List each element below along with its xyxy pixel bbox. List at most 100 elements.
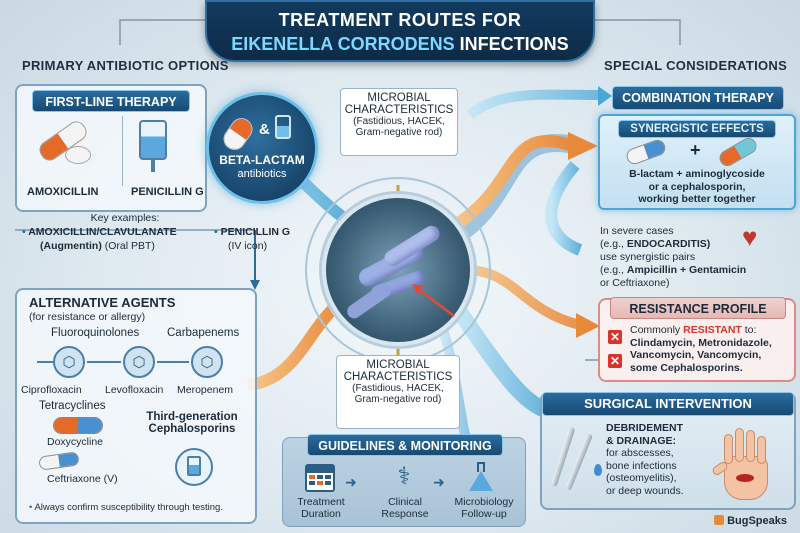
severe-l4-bold: Ampicillin + Gentamicin xyxy=(626,264,747,276)
surgical-l4: bone infections xyxy=(606,459,677,472)
ampersand: & xyxy=(259,121,270,138)
surgical-l1: DEBRIDEMENT xyxy=(606,422,684,434)
carbapenems-label: Carbapenems xyxy=(167,327,240,339)
third-gen-label: Third-generation Cephalosporins xyxy=(137,411,247,435)
surgical-text: DEBRIDEMENT & DRAINAGE: for abscesses, b… xyxy=(606,422,684,497)
combo-line1: B-lactam + aminoglycoside xyxy=(629,168,765,180)
resistant-label: RESISTANT xyxy=(683,324,742,336)
resistance-header: RESISTANCE PROFILE xyxy=(610,297,786,319)
drug-ceftriaxone: Ceftriaxone (V) xyxy=(47,473,118,485)
severe-cases-text: In severe cases (e.g., ENDOCARDITIS) use… xyxy=(600,225,746,290)
iv-mini-icon xyxy=(275,115,291,139)
susceptibility-note: • Always confirm susceptibility through … xyxy=(29,502,223,513)
microbial-characteristics-bottom: MICROBIAL CHARACTERISTICS (Fastidious, H… xyxy=(336,355,460,429)
arrow-line xyxy=(87,361,121,363)
treatment-duration: Treatment Duration xyxy=(287,496,355,520)
alternative-agents-panel: ALTERNATIVE AGENTS (for resistance or al… xyxy=(15,288,257,524)
title-line2: EIKENELLA CORRODENS INFECTIONS xyxy=(207,34,593,55)
micro-bottom-sub2: Gram-negative rod) xyxy=(354,394,442,405)
wound xyxy=(736,474,754,482)
third-gen-line1: Third-generation xyxy=(146,411,238,423)
resistance-l2: Clindamycin, Metronidazole, xyxy=(630,336,772,349)
microbiology-followup: Microbiology Follow-up xyxy=(443,496,525,520)
surgical-panel: SURGICAL INTERVENTION DEBRIDEMENT & DRAI… xyxy=(540,392,796,510)
molecule-icon: ⬡ xyxy=(191,346,223,378)
first-line-header: FIRST-LINE THERAPY xyxy=(32,90,190,112)
plus-sign: + xyxy=(690,140,701,160)
bacteria-micrograph xyxy=(322,194,474,346)
resistance-l1-post: to: xyxy=(744,324,757,336)
synergistic-panel: SYNERGISTIC EFFECTS + B-lactam + aminogl… xyxy=(598,114,796,210)
antibiotics-label: antibiotics xyxy=(237,168,287,180)
scalpel-icon xyxy=(550,426,596,496)
combo-line3: working better together xyxy=(638,193,756,205)
guidelines-panel: GUIDELINES & MONITORING ➜ ⚕ ➜ Treatment … xyxy=(282,434,526,527)
surgical-l5: (osteomyelitis), xyxy=(606,472,677,484)
severe-l2-bold: ENDOCARDITIS) xyxy=(626,238,711,250)
severe-l4-pre: (e.g., xyxy=(600,264,624,276)
micro-bottom-title1: MICROBIAL xyxy=(366,359,430,371)
severe-l5: or Ceftriaxone) xyxy=(600,277,670,289)
combination-header: COMBINATION THERAPY xyxy=(612,86,784,110)
arrow-line xyxy=(37,361,53,363)
pills-icon xyxy=(35,117,100,171)
microbiology-followup-l1: Microbiology xyxy=(454,496,514,508)
first-line-panel: FIRST-LINE THERAPY AMOXICILLIN PENICILLI… xyxy=(15,84,207,212)
example-amox-clav-name: AMOXICILLIN/CLAVULANATE xyxy=(28,226,177,238)
drug-meropenem: Meropenem xyxy=(177,384,234,396)
treatment-duration-l1: Treatment xyxy=(297,496,345,508)
pointer-arrow xyxy=(412,284,455,317)
oral-label: (Oral PBT) xyxy=(104,240,155,252)
combo-line2: or a cephalosporin, xyxy=(648,180,746,193)
capsule-icon xyxy=(716,135,760,169)
title-organism: EIKENELLA CORRODENS xyxy=(231,34,455,54)
iv-bag-icon xyxy=(137,116,169,174)
tetracyclines-label: Tetracyclines xyxy=(39,400,106,412)
beta-lactam-label: BETA-LACTAM xyxy=(219,153,305,167)
alternative-sub: (for resistance or allergy) xyxy=(29,311,146,323)
surgical-header: SURGICAL INTERVENTION xyxy=(542,392,794,416)
resistance-text: Commonly RESISTANT to: Clindamycin, Metr… xyxy=(630,324,772,374)
wounded-hand-icon xyxy=(710,428,780,502)
example-penicillin-name: PENICILLIN G xyxy=(220,226,291,238)
example-penicillin: • PENICILLIN G xyxy=(214,226,291,238)
severe-l1: In severe cases xyxy=(600,225,674,237)
micro-top-sub2: Gram-negative rod) xyxy=(355,127,443,138)
severe-l2-pre: (e.g., xyxy=(600,238,624,250)
susceptibility-note-text: Always confirm susceptibility through te… xyxy=(34,502,223,513)
example-amox-clav-sub: (Augmentin) (Oral PBT) xyxy=(40,240,155,252)
flask-icon xyxy=(467,462,495,492)
special-considerations-title: SPECIAL CONSIDERATIONS xyxy=(604,58,788,73)
drug-penicillin-g: PENICILLIN G xyxy=(131,186,204,198)
drug-amoxicillin: AMOXICILLIN xyxy=(27,186,99,198)
combo-description: B-lactam + aminoglycoside or a cephalosp… xyxy=(600,168,794,206)
resistance-panel: RESISTANCE PROFILE ✕ ✕ Commonly RESISTAN… xyxy=(598,297,796,382)
fluoroquinolones-label: Fluoroquinolones xyxy=(51,327,140,339)
microbial-characteristics-top: MICROBIAL CHARACTERISTICS (Fastidious, H… xyxy=(340,88,458,156)
micro-top-sub1: (Fastidious, HACEK, xyxy=(353,116,445,127)
example-amox-clav: • AMOXICILLIN/CLAVULANATE xyxy=(22,226,177,238)
micro-top-title2: CHARACTERISTICS xyxy=(344,104,454,116)
arrow-right-icon: ➜ xyxy=(433,474,445,490)
title-suffix: INFECTIONS xyxy=(459,34,569,54)
stethoscope-icon: ⚕ xyxy=(397,463,411,490)
brand-name: BugSpeaks xyxy=(727,515,787,527)
primary-options-title: PRIMARY ANTIBIOTIC OPTIONS xyxy=(22,58,229,73)
capsule-icon xyxy=(624,137,668,167)
surgical-l2: & DRAINAGE: xyxy=(606,434,676,447)
treatment-duration-l2: Duration xyxy=(301,508,341,520)
clinical-response-l2: Response xyxy=(381,508,429,520)
doxycycline-capsule-icon xyxy=(53,417,103,434)
microbiology-followup-l2: Follow-up xyxy=(461,508,507,520)
heart-icon: ♥ xyxy=(742,222,758,252)
ceftriaxone-capsule-icon xyxy=(38,451,80,471)
examples-intro: Key examples: xyxy=(90,212,160,224)
x-icon: ✕ xyxy=(608,354,622,368)
title-banner: TREATMENT ROUTES FOR EIKENELLA CORRODENS… xyxy=(205,0,595,62)
augmentin-label: (Augmentin) xyxy=(40,240,102,252)
x-icon: ✕ xyxy=(608,330,622,344)
alternative-header: ALTERNATIVE AGENTS xyxy=(29,295,176,310)
micro-bottom-title2: CHARACTERISTICS xyxy=(343,371,453,383)
clinical-response: Clinical Response xyxy=(371,496,439,520)
example-penicillin-sub: (IV icon) xyxy=(228,240,268,252)
